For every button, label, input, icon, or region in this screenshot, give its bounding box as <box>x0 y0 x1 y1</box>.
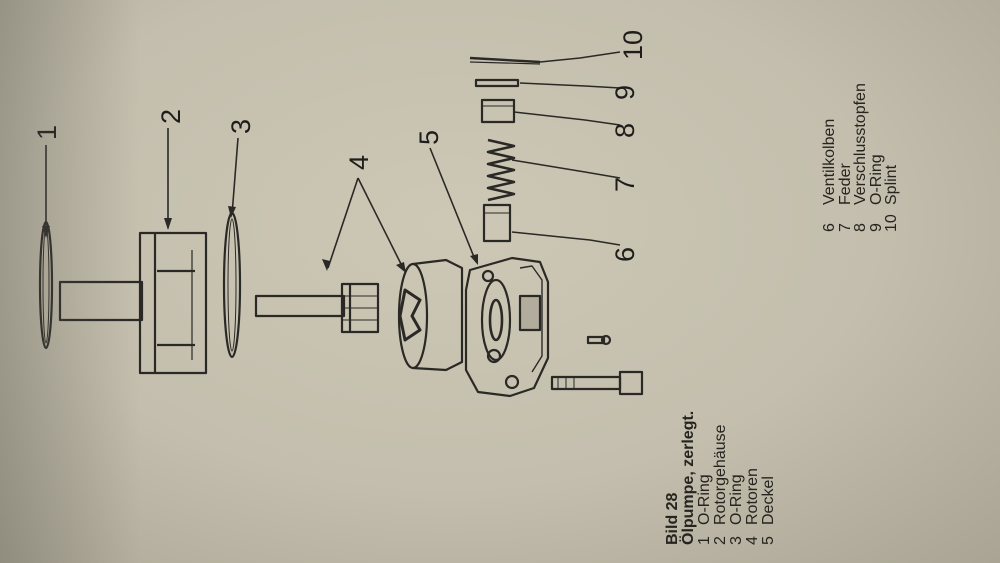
legend-item: 9 O-Ring <box>867 22 885 232</box>
legend-number: 6 <box>821 223 838 232</box>
legend-number: 2 <box>712 536 729 545</box>
callout-6: 6 <box>610 247 640 262</box>
legend-label: Ventilkolben <box>821 118 838 205</box>
part-5-cover <box>464 256 550 398</box>
legend-label: Splint <box>883 164 900 205</box>
callout-4: 4 <box>344 155 374 170</box>
legend-item: 2 Rotorgehäuse <box>712 365 729 545</box>
callout-2: 2 <box>156 109 186 124</box>
part-3-o-ring <box>222 211 242 359</box>
legend-number: 8 <box>852 223 869 232</box>
callout-1: 1 <box>32 125 62 140</box>
small-pin <box>586 334 612 346</box>
callout-9: 9 <box>610 85 640 100</box>
legend-number: 3 <box>728 536 745 545</box>
figure-title: Bild 28 <box>664 492 681 545</box>
legend-item: 8 Verschlusstopfen <box>852 22 869 232</box>
part-2-rotor-housing <box>58 231 208 375</box>
legend-number: 4 <box>744 536 761 545</box>
callout-3: 3 <box>226 119 256 134</box>
legend-label: O-Ring <box>728 474 745 525</box>
legend-item: 10 Splint <box>883 22 900 232</box>
legend-label: O-Ring <box>867 154 885 205</box>
part-8-plug <box>480 98 516 124</box>
legend-item: 1 O-Ring <box>696 365 713 545</box>
legend-number: 9 <box>867 223 885 232</box>
legend-label: Verschlusstopfen <box>852 83 869 205</box>
legend-label: Deckel <box>760 476 777 525</box>
legend-label: O-Ring <box>696 474 713 525</box>
legend-number: 1 <box>696 536 713 545</box>
leader-lines <box>45 51 621 271</box>
part-6-valve-piston <box>482 203 512 243</box>
callout-8: 8 <box>610 123 640 138</box>
legend-item: 7 Feder <box>836 22 854 232</box>
part-1-o-ring <box>38 220 54 350</box>
callout-10: 10 <box>618 30 648 60</box>
legend-item: 5 Deckel <box>760 365 777 545</box>
legend-label: Rotorgehäuse <box>712 424 729 525</box>
legend-label: Feder <box>836 163 854 205</box>
part-7-spring <box>486 138 516 202</box>
part-4-rotors <box>254 258 464 372</box>
legend-number: 5 <box>760 536 777 545</box>
callout-5: 5 <box>414 130 444 145</box>
callout-7: 7 <box>610 177 640 192</box>
legend-number: 10 <box>883 214 900 232</box>
legend-number: 7 <box>836 223 854 232</box>
callouts: 1 2 3 4 5 6 7 8 9 10 <box>32 30 648 262</box>
legend-item: 4 Rotoren <box>744 365 761 545</box>
cover-screw <box>550 370 644 396</box>
figure-subtitle: Ölpumpe, zerlegt. <box>680 410 697 545</box>
parts-legend-right: 6 Ventilkolben 7 Feder 8 Verschlusstopfe… <box>821 22 900 232</box>
legend-item: 6 Ventilkolben <box>821 22 838 232</box>
part-10-split-pin <box>469 56 541 65</box>
part-9-o-ring <box>474 78 520 88</box>
legend-item: 3 O-Ring <box>728 365 745 545</box>
legend-label: Rotoren <box>744 468 761 525</box>
figure-caption: Bild 28 Ölpumpe, zerlegt. 1 O-Ring 2 Rot… <box>664 365 777 545</box>
